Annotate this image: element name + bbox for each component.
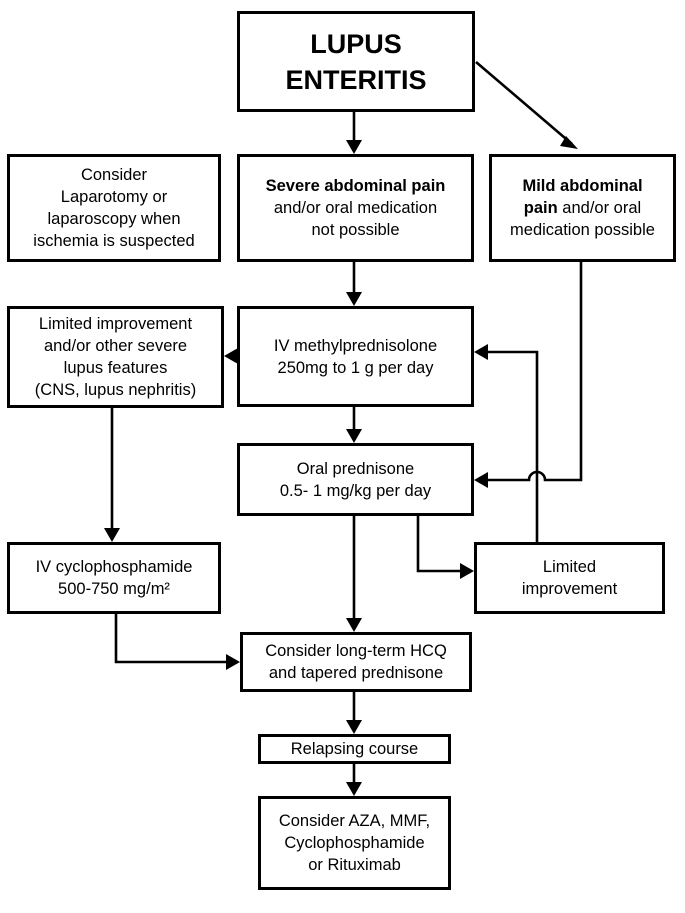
arrowhead bbox=[346, 782, 362, 796]
node-consider-surgery: Consider Laparotomy or laparoscopy when … bbox=[7, 154, 221, 262]
node-limited-improvement: Limited improvement bbox=[474, 542, 665, 614]
arrowhead bbox=[460, 563, 474, 579]
arrowhead bbox=[226, 654, 240, 670]
node-line: and tapered prednisone bbox=[268, 664, 444, 682]
node-line: and/or oral bbox=[557, 199, 642, 217]
arrowhead bbox=[224, 348, 238, 364]
arrowhead bbox=[346, 618, 362, 632]
connector-mild-to-oral-pred bbox=[482, 262, 583, 482]
node-line: medication possible bbox=[510, 221, 655, 239]
node-lupus-enteritis: LUPUS ENTERITIS bbox=[237, 11, 475, 112]
arrowhead bbox=[346, 292, 362, 306]
node-line: Consider bbox=[80, 166, 148, 184]
node-line: 250mg to 1 g per day bbox=[277, 358, 434, 377]
arrowhead bbox=[474, 344, 488, 360]
connector-limited-to-iv-methyl bbox=[482, 350, 539, 542]
arrowhead bbox=[104, 528, 120, 542]
arrowhead bbox=[560, 136, 578, 149]
node-line: laparoscopy when bbox=[47, 210, 181, 228]
arrowhead bbox=[474, 472, 488, 488]
node-line: Oral prednisone bbox=[296, 459, 415, 478]
node-limited-improvement-severe: Limited improvement and/or other severe … bbox=[7, 306, 224, 408]
node-consider-long-term-hcq: Consider long-term HCQ and tapered predn… bbox=[240, 632, 472, 692]
arrowhead bbox=[346, 140, 362, 154]
node-line: 0.5- 1 mg/kg per day bbox=[279, 481, 432, 500]
node-line: or Rituximab bbox=[308, 856, 401, 874]
node-line: improvement bbox=[521, 580, 618, 598]
arrowhead bbox=[346, 429, 362, 443]
connector-oral-pred-to-limited bbox=[416, 516, 464, 573]
node-consider-aza-mmf: Consider AZA, MMF, Cyclophosphamide or R… bbox=[258, 796, 451, 890]
node-line: Limited bbox=[542, 558, 597, 576]
node-oral-prednisone: Oral prednisone 0.5- 1 mg/kg per day bbox=[237, 443, 474, 516]
node-line: Consider long-term HCQ bbox=[265, 642, 447, 660]
node-line: lupus features bbox=[63, 359, 168, 377]
node-relapsing-course: Relapsing course bbox=[258, 734, 451, 764]
node-line: (CNS, lupus nephritis) bbox=[34, 381, 197, 399]
node-bold-text: pain bbox=[523, 199, 558, 217]
arrowhead bbox=[346, 720, 362, 734]
node-line: not possible bbox=[311, 221, 400, 239]
node-line: IV cyclophosphamide bbox=[35, 558, 193, 576]
node-iv-cyclophosphamide: IV cyclophosphamide 500-750 mg/m² bbox=[7, 542, 221, 614]
node-line: and/or other severe bbox=[43, 337, 188, 355]
node-line: Limited improvement bbox=[38, 315, 193, 333]
node-line: and/or oral medication bbox=[273, 199, 438, 217]
node-line: 500-750 mg/m² bbox=[58, 580, 170, 598]
node-line: ischemia is suspected bbox=[33, 232, 195, 250]
node-line: Laparotomy or bbox=[60, 188, 168, 206]
node-mild-abdominal-pain: Mild abdominal pain and/or oral medicati… bbox=[489, 154, 676, 262]
node-line: Consider AZA, MMF, bbox=[278, 812, 431, 830]
node-severe-abdominal-pain: Severe abdominal pain and/or oral medica… bbox=[237, 154, 474, 262]
node-line: Relapsing course bbox=[290, 740, 419, 758]
node-line: Cyclophosphamide bbox=[284, 834, 425, 852]
node-line: IV methylprednisolone bbox=[273, 336, 438, 355]
node-iv-methylprednisolone: IV methylprednisolone 250mg to 1 g per d… bbox=[237, 306, 474, 407]
node-bold-text: Severe abdominal pain bbox=[265, 177, 446, 195]
node-bold-text: Mild abdominal bbox=[522, 177, 643, 195]
connector-title-to-mild bbox=[475, 61, 573, 145]
title-line: ENTERITIS bbox=[285, 64, 427, 95]
connector-iv-cyclo-to-longterm bbox=[114, 614, 230, 664]
title-line: LUPUS bbox=[310, 28, 402, 59]
